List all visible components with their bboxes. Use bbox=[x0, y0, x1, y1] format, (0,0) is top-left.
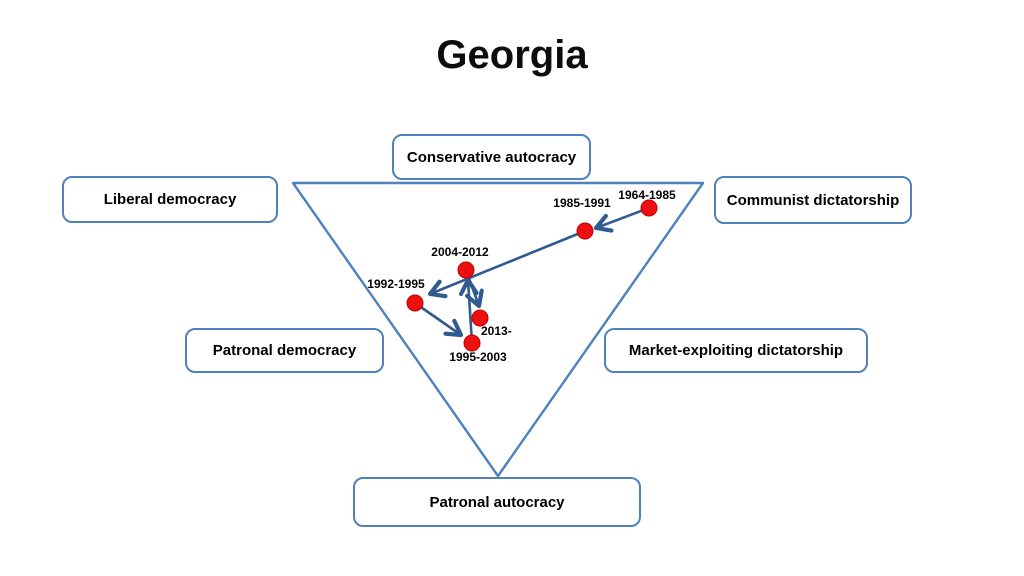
dot-1992-1995 bbox=[406, 294, 424, 312]
box-liberal-democracy: Liberal democracy bbox=[62, 176, 278, 223]
box-market-exploiting-dictatorship: Market-exploiting dictatorship bbox=[604, 328, 868, 373]
dot-2004-2012 bbox=[457, 261, 475, 279]
box-conservative-autocracy: Conservative autocracy bbox=[392, 134, 591, 180]
dot-1985-1991 bbox=[576, 222, 594, 240]
point-label-2004-2012: 2004-2012 bbox=[431, 245, 489, 259]
point-label-1964-1985: 1964-1985 bbox=[618, 188, 676, 202]
point-label-1995-2003: 1995-2003 bbox=[449, 350, 507, 364]
box-communist-dictatorship: Communist dictatorship bbox=[714, 176, 912, 224]
slide-title: Georgia bbox=[436, 33, 588, 77]
arrow-1964-to-1985 bbox=[593, 206, 650, 233]
triangle-outline bbox=[291, 181, 705, 478]
arrow-1995-to-2004 bbox=[458, 277, 479, 344]
point-label-1992-1995: 1992-1995 bbox=[367, 277, 425, 291]
dot-1995-2003 bbox=[463, 334, 481, 352]
arrow-1992-to-1995 bbox=[414, 301, 464, 338]
point-label-2013: 2013- bbox=[481, 324, 512, 338]
arrow-1985-to-1992 bbox=[427, 229, 586, 299]
box-patronal-democracy: Patronal democracy bbox=[185, 328, 384, 373]
dot-1964-1985 bbox=[640, 199, 658, 217]
box-patronal-autocracy: Patronal autocracy bbox=[353, 477, 641, 527]
point-label-1985-1991: 1985-1991 bbox=[553, 196, 611, 210]
dot-2013 bbox=[471, 309, 489, 327]
